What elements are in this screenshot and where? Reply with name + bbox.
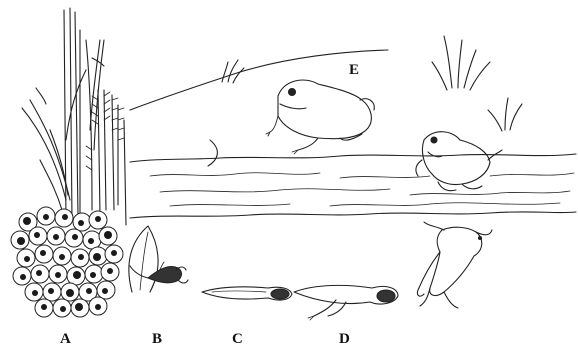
egg-embryo bbox=[43, 214, 49, 220]
egg-embryo bbox=[95, 304, 101, 310]
tadpole bbox=[202, 287, 292, 300]
egg-embryo bbox=[86, 288, 92, 294]
egg-embryo bbox=[23, 217, 31, 225]
froglet bbox=[417, 222, 492, 308]
egg-embryo bbox=[55, 272, 61, 278]
frog-spawn bbox=[11, 207, 123, 317]
label-c: C bbox=[232, 332, 243, 347]
egg-embryo bbox=[62, 214, 68, 220]
egg-embryo bbox=[75, 303, 83, 311]
egg-embryo bbox=[59, 254, 65, 260]
hill-outline bbox=[130, 50, 388, 110]
egg-embryo bbox=[72, 234, 78, 240]
egg-embryo bbox=[95, 216, 101, 222]
egg-embryo bbox=[78, 220, 84, 226]
egg-embryo bbox=[88, 238, 94, 244]
tadpole-with-legs bbox=[294, 285, 398, 320]
egg-embryo bbox=[41, 304, 47, 310]
egg-embryo bbox=[17, 237, 25, 245]
egg-embryo bbox=[93, 253, 101, 261]
tadpole-with-gills bbox=[130, 266, 188, 283]
egg-embryo bbox=[32, 290, 38, 296]
adult-frog bbox=[266, 80, 374, 154]
egg-embryo bbox=[78, 254, 84, 260]
egg-embryo bbox=[73, 271, 81, 279]
egg-embryo bbox=[107, 268, 113, 274]
egg-embryo bbox=[20, 274, 26, 280]
label-d: D bbox=[339, 332, 350, 347]
egg-embryo bbox=[48, 288, 54, 294]
grass-tuft-hill bbox=[222, 60, 244, 83]
egg-embryo bbox=[36, 270, 42, 276]
egg-embryo bbox=[24, 256, 30, 262]
egg-embryo bbox=[34, 232, 40, 238]
label-b: B bbox=[152, 332, 162, 347]
label-e: E bbox=[349, 63, 359, 78]
egg-embryo bbox=[102, 288, 108, 294]
grass-tuft-right-mid bbox=[488, 98, 522, 131]
young-frog bbox=[416, 132, 502, 191]
reed-plants bbox=[22, 8, 126, 225]
egg-embryo bbox=[66, 289, 74, 297]
egg-embryo bbox=[60, 306, 66, 312]
egg-embryo bbox=[53, 234, 59, 240]
egg-embryo bbox=[104, 231, 112, 239]
label-a: A bbox=[60, 332, 71, 347]
hill-slope bbox=[208, 140, 217, 166]
grass-tuft-right-top bbox=[432, 36, 490, 90]
egg-embryo bbox=[90, 272, 96, 278]
egg-embryo bbox=[111, 250, 117, 256]
pond-water bbox=[130, 154, 576, 218]
egg-embryo bbox=[40, 250, 46, 256]
